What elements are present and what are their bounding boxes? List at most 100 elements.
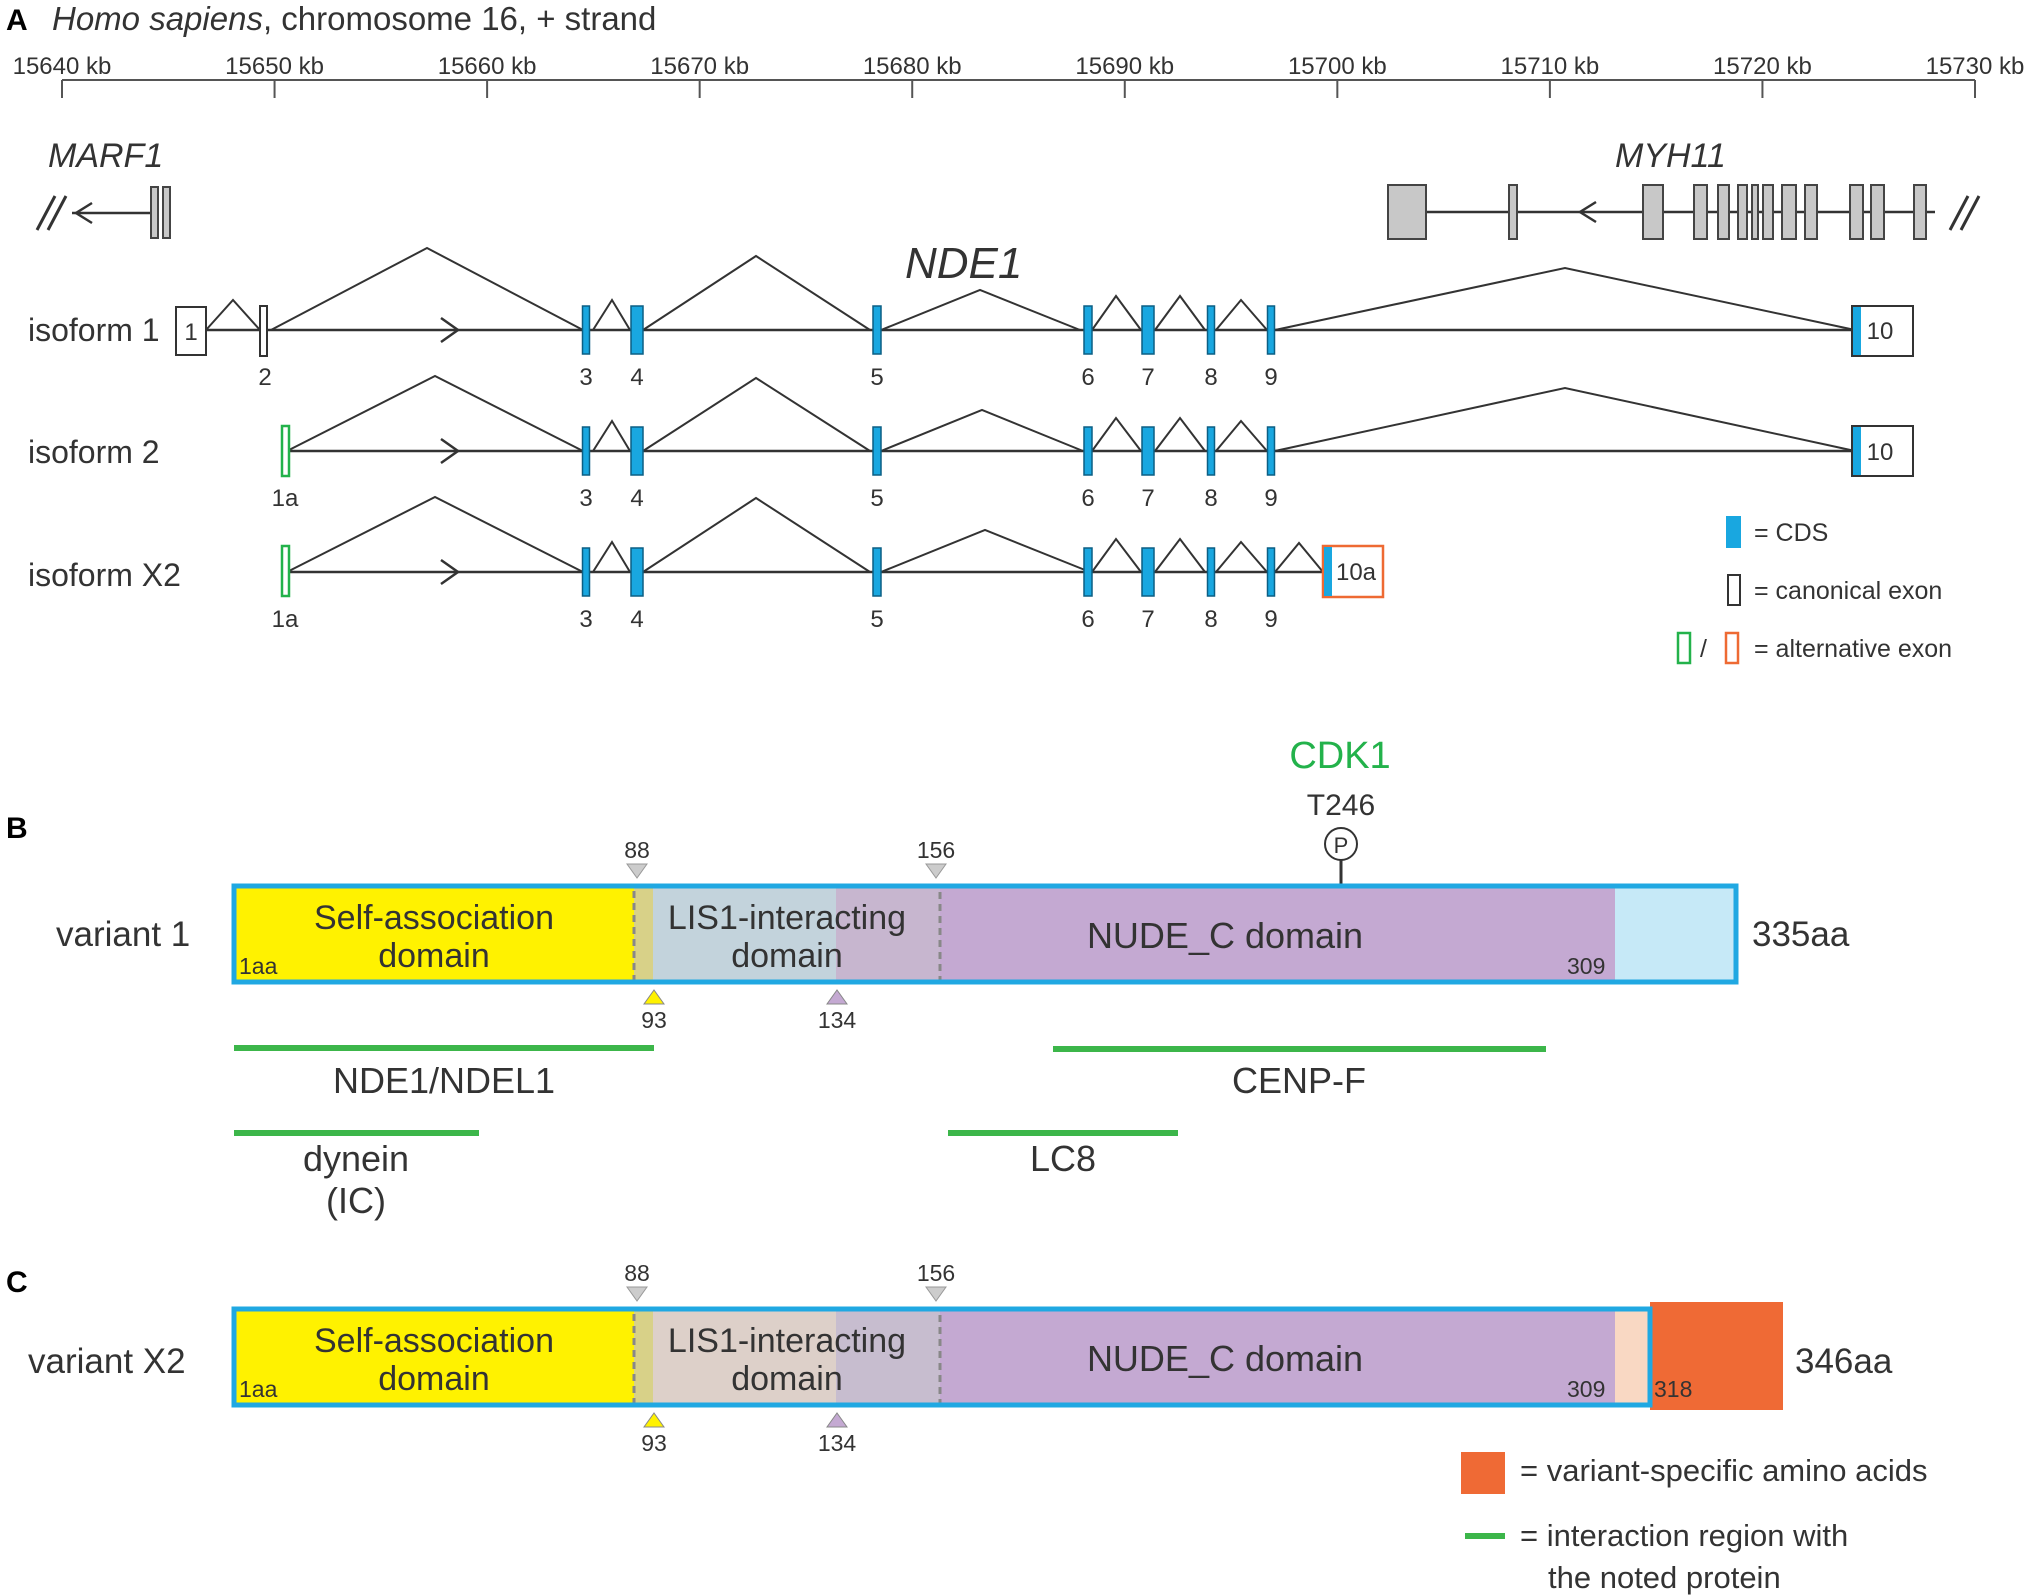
myh11-direction-arrow-icon: [1577, 200, 1597, 224]
legend-canonical-text: = canonical exon: [1754, 577, 1942, 605]
exon-number-label: 3: [579, 485, 592, 512]
coding-exon: [872, 426, 882, 476]
axis-tick-label: 15650 kb: [225, 53, 324, 80]
coding-exon: [1206, 547, 1216, 597]
variant-x2-nude-text: NUDE_C domain: [1087, 1338, 1363, 1379]
exon-number-label: 6: [1081, 606, 1094, 633]
variant-1-length: 335aa: [1752, 915, 1850, 954]
variant-1-domain-overlap-2: [836, 886, 940, 982]
isoform-2-exon-1a: [280, 424, 291, 478]
axis-tick-label: 15730 kb: [1926, 53, 2025, 80]
coding-exon: [1141, 305, 1155, 355]
legend-alternative-text: = alternative exon: [1754, 635, 1952, 663]
axis-tick-label: 15660 kb: [438, 53, 537, 80]
variant-1-mark-309: 309: [1567, 953, 1605, 979]
variant-1-lis1-text-1: LIS1-interacting: [668, 899, 906, 937]
variant-x2-outline: [231, 1306, 1653, 1408]
gene-myh11: MYH11: [1615, 137, 1726, 175]
variant-1-domain-overlap-1: [634, 886, 653, 982]
variant-1-triangle-88-icon: [626, 863, 648, 879]
variant-1-label: variant 1: [56, 915, 190, 954]
exon-number-label: 9: [1264, 485, 1277, 512]
variant-1-start-mark: 1aa: [239, 953, 278, 979]
exon-number-label: 4: [630, 606, 643, 633]
coding-exon: [1266, 426, 1276, 476]
exon-number-label: 5: [870, 606, 883, 633]
variant-x2-domain-overlap-1: [634, 1309, 653, 1405]
variant-x2-triangle-156-icon: [925, 1286, 947, 1302]
species-name: Homo sapiens: [52, 0, 263, 37]
exon-number-label: 6: [1081, 485, 1094, 512]
isoform-1-exon-10-cds: [1853, 307, 1861, 355]
coding-exon: [872, 305, 882, 355]
legend-variant-specific-text: = variant-specific amino acids: [1520, 1453, 1927, 1488]
variant-1-triangle-134-icon: [826, 989, 848, 1005]
panel-a-label: A: [6, 4, 28, 37]
coding-exon: [1266, 305, 1276, 355]
exon-number-label: 9: [1264, 606, 1277, 633]
coding-exon: [630, 547, 644, 597]
variant-x2-self-text-1: Self-association: [314, 1322, 554, 1360]
variant-x2-lis1-text-2: domain: [731, 1360, 843, 1398]
variant-1-lis1-domain: [653, 886, 836, 982]
variant-1-triangle-93-icon: [643, 989, 665, 1005]
interaction-nde1-ndel1: NDE1/NDEL1: [333, 1060, 555, 1101]
coding-exon: [630, 305, 644, 355]
chromosome-title: Homo sapiens, chromosome 16, + strand: [52, 0, 656, 37]
coding-exon: [1141, 426, 1155, 476]
variant-x2-length: 346aa: [1795, 1342, 1893, 1381]
variant-x2-lis1-text-1: LIS1-interacting: [668, 1322, 906, 1360]
variant-x2-specific-region: [1650, 1302, 1783, 1410]
coding-exon: [1266, 547, 1276, 597]
phospho-letter: P: [1334, 833, 1349, 858]
legend-alt-green-swatch: [1676, 631, 1692, 665]
coding-exon: [1141, 547, 1155, 597]
marf1-track: [35, 186, 171, 239]
isoform-1-exon-2: [259, 305, 268, 357]
variant-1-self-text-1: Self-association: [314, 899, 554, 937]
variant-x2-triangle-88-icon: [626, 1286, 648, 1302]
kinase-cdk1: CDK1: [1289, 735, 1390, 777]
isoform-1-label: isoform 1: [28, 312, 160, 348]
isoform-1-exon-1-label: 1: [184, 319, 197, 346]
variant-1-mark-134: 134: [818, 1007, 857, 1033]
exon-number-label: 5: [870, 485, 883, 512]
variant-x2-triangle-93-icon: [643, 1412, 665, 1428]
legend-cds-swatch: [1726, 516, 1741, 548]
exon-number-label: 7: [1141, 364, 1154, 391]
axis-tick-label: 15720 kb: [1713, 53, 1812, 80]
exon-number-label: 8: [1204, 485, 1217, 512]
variant-x2-mark-134: 134: [818, 1430, 857, 1456]
exon-number-label: 7: [1141, 485, 1154, 512]
exon-number-label: 3: [579, 364, 592, 391]
variant-x2-protein: variant X2 Self-association domain LIS1-…: [28, 1260, 1893, 1456]
legend-interaction-text-2: the noted protein: [1548, 1560, 1781, 1595]
isoform-2-exon-10: [1851, 425, 1914, 477]
variant-x2-lis1-domain: [653, 1309, 836, 1405]
interaction-cenpf: CENP-F: [1232, 1060, 1366, 1101]
legend-slash: /: [1700, 635, 1707, 663]
coding-exon: [1083, 547, 1093, 597]
isoform-1-exon-2-label: 2: [258, 364, 271, 391]
panel-b-label: B: [6, 812, 28, 845]
isoform-1-exon-10-label: 10: [1867, 318, 1894, 345]
variant-x2-self-association-domain: [234, 1309, 634, 1405]
phospho-site-t246: T246: [1307, 789, 1375, 822]
legend-panel-c: = variant-specific amino acids = interac…: [1461, 1452, 1927, 1595]
interaction-dynein: dynein: [303, 1138, 409, 1179]
chromosome-rest: , chromosome 16, + strand: [263, 0, 656, 37]
isoform-1-exon-10: [1851, 305, 1914, 357]
coding-exon: [1206, 426, 1216, 476]
coding-exon: [1206, 305, 1216, 355]
isoform-2-exon-10-cds: [1853, 427, 1861, 475]
axis-tick-label: 15640 kb: [13, 53, 112, 80]
variant-x2-mark-88: 88: [624, 1260, 650, 1286]
coding-exon: [630, 426, 644, 476]
exon-number-label: 7: [1141, 606, 1154, 633]
exon-number-label: 6: [1081, 364, 1094, 391]
